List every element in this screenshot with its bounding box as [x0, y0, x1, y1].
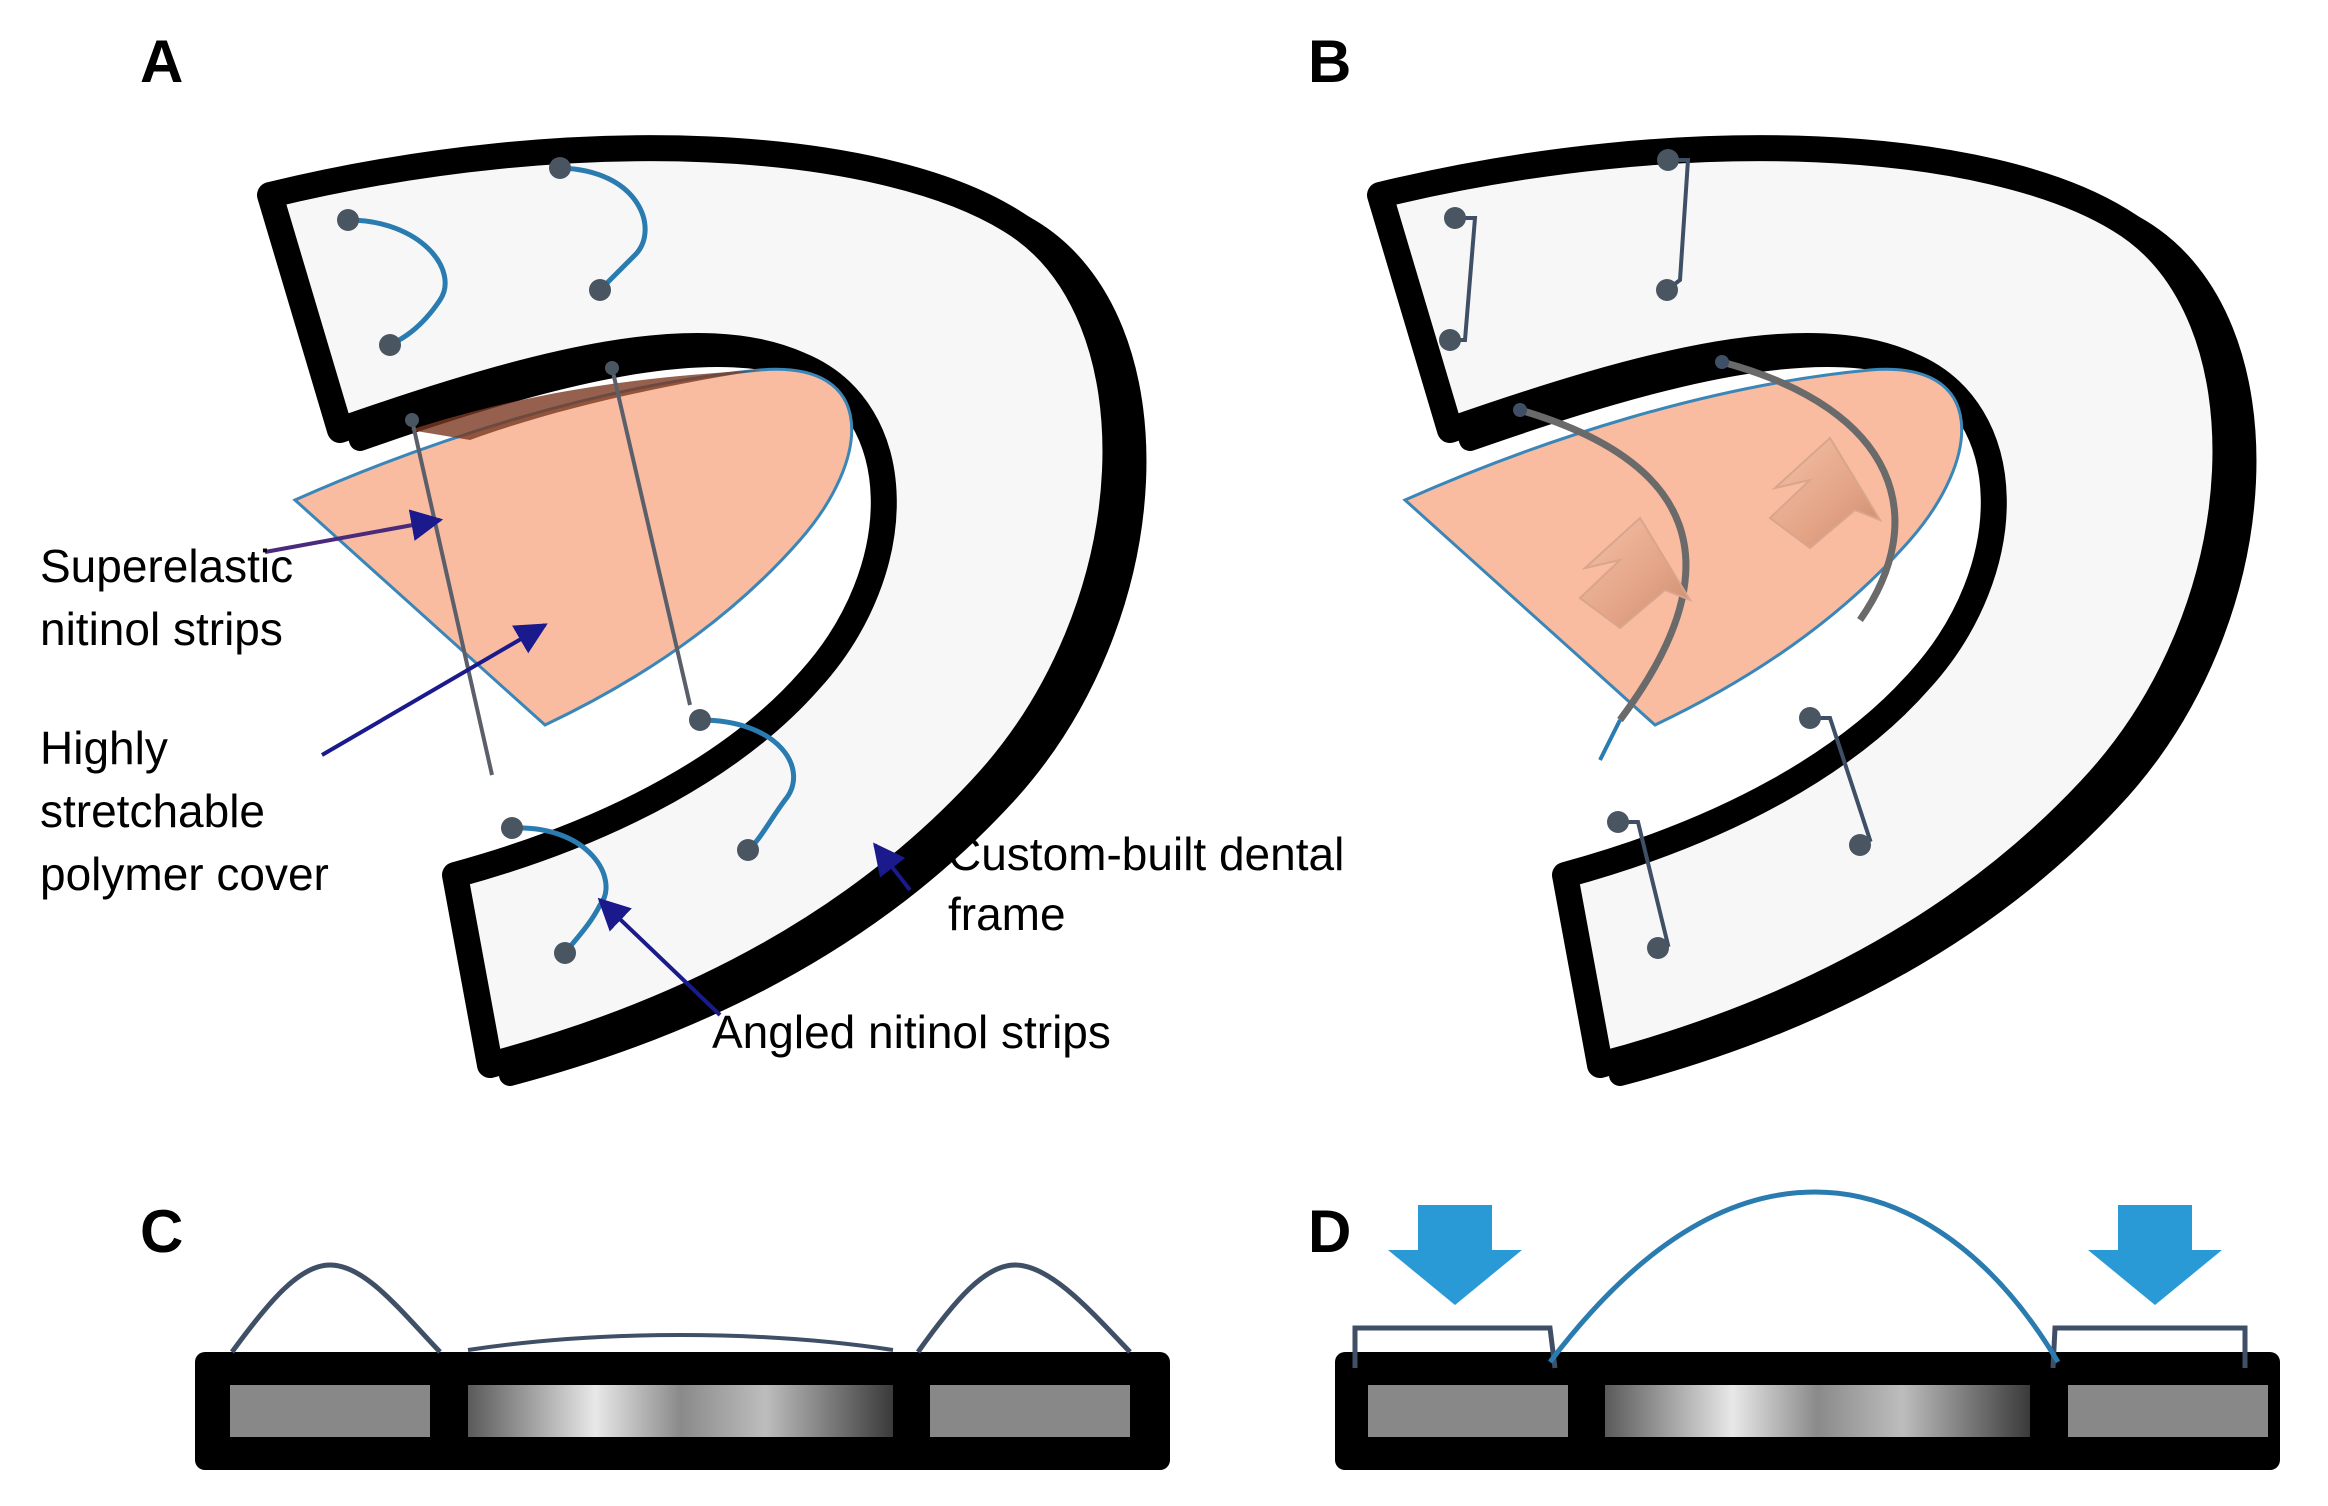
angled-strip — [347, 217, 448, 348]
frame-label: Custom-built dental frame — [948, 828, 1357, 940]
superelastic-strip-1 — [410, 419, 494, 776]
strip-node — [379, 334, 401, 356]
block-left — [1368, 1385, 1568, 1437]
dental-frame — [257, 135, 1129, 1078]
block-right — [2068, 1385, 2268, 1437]
panel-d: D — [1308, 1189, 2280, 1470]
dental-frame — [1367, 135, 2239, 1078]
superelastic-strip-2 — [610, 367, 692, 706]
strip-node — [1657, 149, 1679, 171]
superelastic-label: Superelastic nitinol strips — [40, 540, 306, 655]
strip-node — [1607, 811, 1629, 833]
superelastic-label-line1: Superelastic — [40, 540, 293, 592]
strip-node — [605, 361, 619, 375]
strip-node — [1715, 355, 1729, 369]
strip-node — [501, 817, 523, 839]
strip-node — [549, 157, 571, 179]
strip-node — [1656, 279, 1678, 301]
polymer-pointer — [320, 623, 548, 757]
strip-node — [589, 279, 611, 301]
strip-node — [737, 839, 759, 861]
superelastic-label-line2: nitinol strips — [40, 603, 283, 655]
panel-b: B — [1308, 28, 2257, 1086]
strip-node — [1444, 207, 1466, 229]
strip-node — [337, 209, 359, 231]
angled-strip-flat — [2050, 1325, 2248, 1369]
panel-b-letter: B — [1308, 28, 1351, 95]
panel-d-letter: D — [1308, 1198, 1351, 1265]
superelastic-pointer — [264, 509, 444, 554]
angled-strip-profile — [915, 1262, 1132, 1354]
block-left — [230, 1385, 430, 1437]
polymer-label-line2: stretchable — [40, 785, 265, 837]
angled-strip — [559, 165, 648, 292]
strip-node — [1647, 937, 1669, 959]
polymer-label: Highly stretchable polymer cover — [40, 722, 329, 900]
panel-a-letter: A — [140, 28, 183, 95]
strip-node — [405, 413, 419, 427]
panel-a: A Superelastic n — [40, 28, 1357, 1086]
block-center — [1605, 1385, 2030, 1437]
strip-tail — [1598, 719, 1622, 761]
strip-node — [1849, 834, 1871, 856]
angled-pointer — [597, 897, 722, 1017]
angled-strip-flat — [1352, 1325, 1558, 1369]
frame-label-line1: Custom-built dental — [948, 828, 1344, 880]
angled-label: Angled nitinol strips — [712, 1006, 1111, 1058]
push-arrow-icon — [1578, 516, 1693, 630]
superelastic-strip-bent — [1519, 406, 1690, 723]
angled-strip-profile — [229, 1262, 442, 1354]
cover-shadow-edge — [410, 370, 760, 440]
push-arrow-icon — [1768, 436, 1883, 550]
frame-pointer — [873, 842, 912, 892]
superelastic-strip-arched — [1548, 1189, 2061, 1364]
panel-c-letter: C — [140, 1198, 183, 1265]
polymer-label-line3: polymer cover — [40, 848, 329, 900]
strip-node — [554, 942, 576, 964]
strip-node — [1799, 707, 1821, 729]
strip-node — [689, 709, 711, 731]
superelastic-strip-bent — [1721, 358, 1899, 623]
polymer-label-line1: Highly — [40, 722, 168, 774]
block-center — [468, 1385, 893, 1437]
block-right — [930, 1385, 1130, 1437]
frame-label-line2: frame — [948, 888, 1066, 940]
superelastic-strip-profile — [467, 1333, 894, 1352]
angled-strip — [699, 717, 797, 852]
panel-c: C — [140, 1198, 1170, 1470]
strip-node — [1513, 403, 1527, 417]
press-down-arrow-icon — [1388, 1205, 1522, 1305]
strip-node — [1439, 329, 1461, 351]
angled-strip — [511, 825, 609, 955]
press-down-arrow-icon — [2088, 1205, 2222, 1305]
